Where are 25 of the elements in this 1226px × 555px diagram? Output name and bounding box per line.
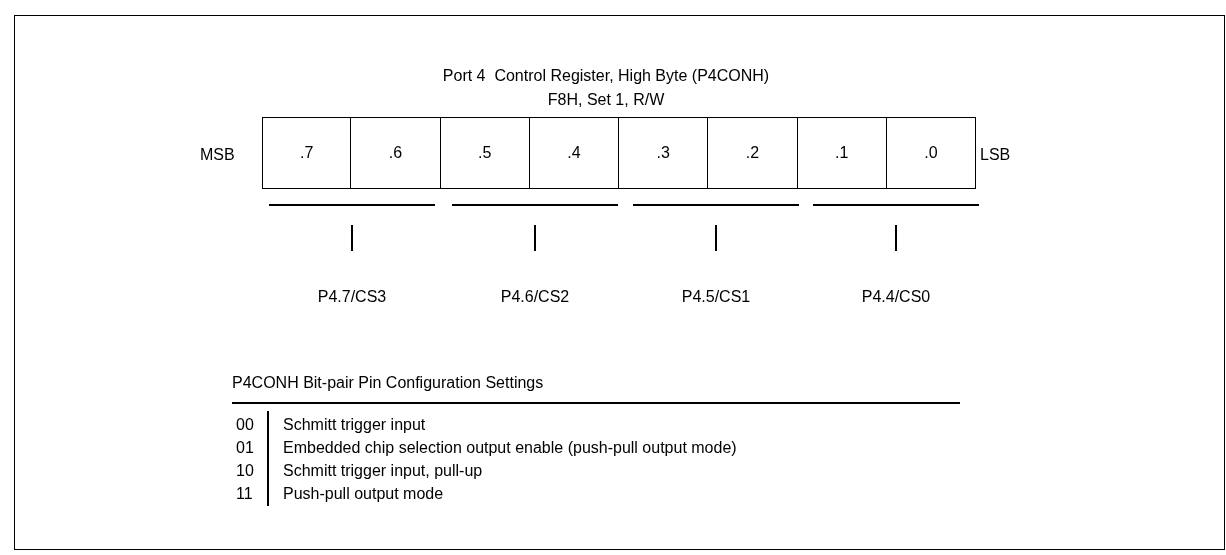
setting-description: Push-pull output mode <box>283 484 444 504</box>
setting-description: Embedded chip selection output enable (push-pull output mode) <box>283 438 737 458</box>
register-title: Port 4 Control Register, High Byte (P4CONH) <box>441 66 771 86</box>
bit-cell: .1 <box>796 117 887 189</box>
bit-cell: .7 <box>262 117 352 189</box>
lsb-label: LSB <box>980 145 1011 165</box>
bit-cell: .6 <box>350 117 441 189</box>
setting-description: Schmitt trigger input, pull-up <box>283 461 483 481</box>
pin-label: P4.5/CS1 <box>680 287 752 307</box>
bit-cell: .2 <box>707 117 798 189</box>
bit-cell: .3 <box>618 117 709 189</box>
bit-code: 00 <box>236 415 254 435</box>
setting-description: Schmitt trigger input <box>283 415 426 435</box>
bit-code: 10 <box>236 461 254 481</box>
pin-label: P4.7/CS3 <box>316 287 388 307</box>
bit-cell: .4 <box>528 117 619 189</box>
msb-label: MSB <box>200 145 235 165</box>
register-address: F8H, Set 1, R/W <box>546 90 666 110</box>
bit-code: 11 <box>236 484 253 504</box>
pin-label: P4.4/CS0 <box>860 287 932 307</box>
bit-code: 01 <box>236 438 254 458</box>
pin-label: P4.6/CS2 <box>499 287 571 307</box>
bit-cell: .5 <box>439 117 530 189</box>
table-heading: P4CONH Bit-pair Pin Configuration Settings <box>232 373 544 393</box>
bit-cell: .0 <box>885 117 976 189</box>
